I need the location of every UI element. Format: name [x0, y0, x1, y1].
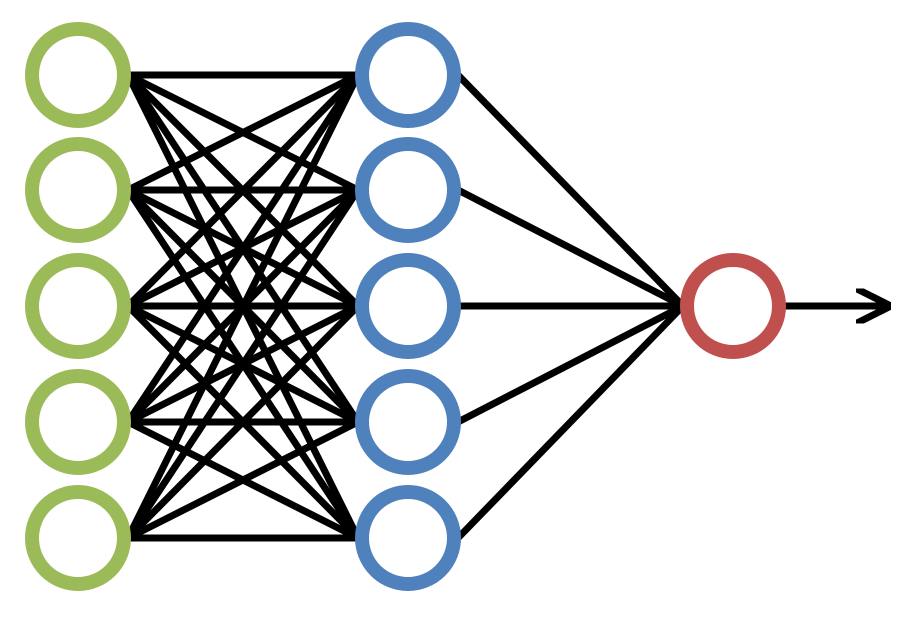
connection-edge — [124, 186, 362, 542]
connection-edge — [454, 186, 687, 310]
hidden-node — [355, 485, 461, 591]
input-node — [25, 485, 131, 591]
hidden-node — [355, 369, 461, 475]
connection-edge — [454, 71, 687, 310]
output-node — [680, 253, 786, 359]
nodes — [25, 22, 786, 591]
input-node — [25, 22, 131, 128]
connection-edge — [454, 302, 687, 426]
input-node — [25, 137, 131, 243]
connections — [124, 71, 884, 542]
input-node — [25, 253, 131, 359]
connection-edge — [124, 71, 362, 310]
hidden-node — [355, 137, 461, 243]
connection-edge — [124, 302, 362, 542]
input-node — [25, 369, 131, 475]
hidden-node — [355, 253, 461, 359]
connection-edge — [454, 302, 687, 542]
connection-edge — [124, 71, 362, 194]
connection-edge — [124, 418, 362, 542]
hidden-node — [355, 22, 461, 128]
connection-edge — [124, 71, 362, 542]
connection-edge — [124, 71, 362, 426]
